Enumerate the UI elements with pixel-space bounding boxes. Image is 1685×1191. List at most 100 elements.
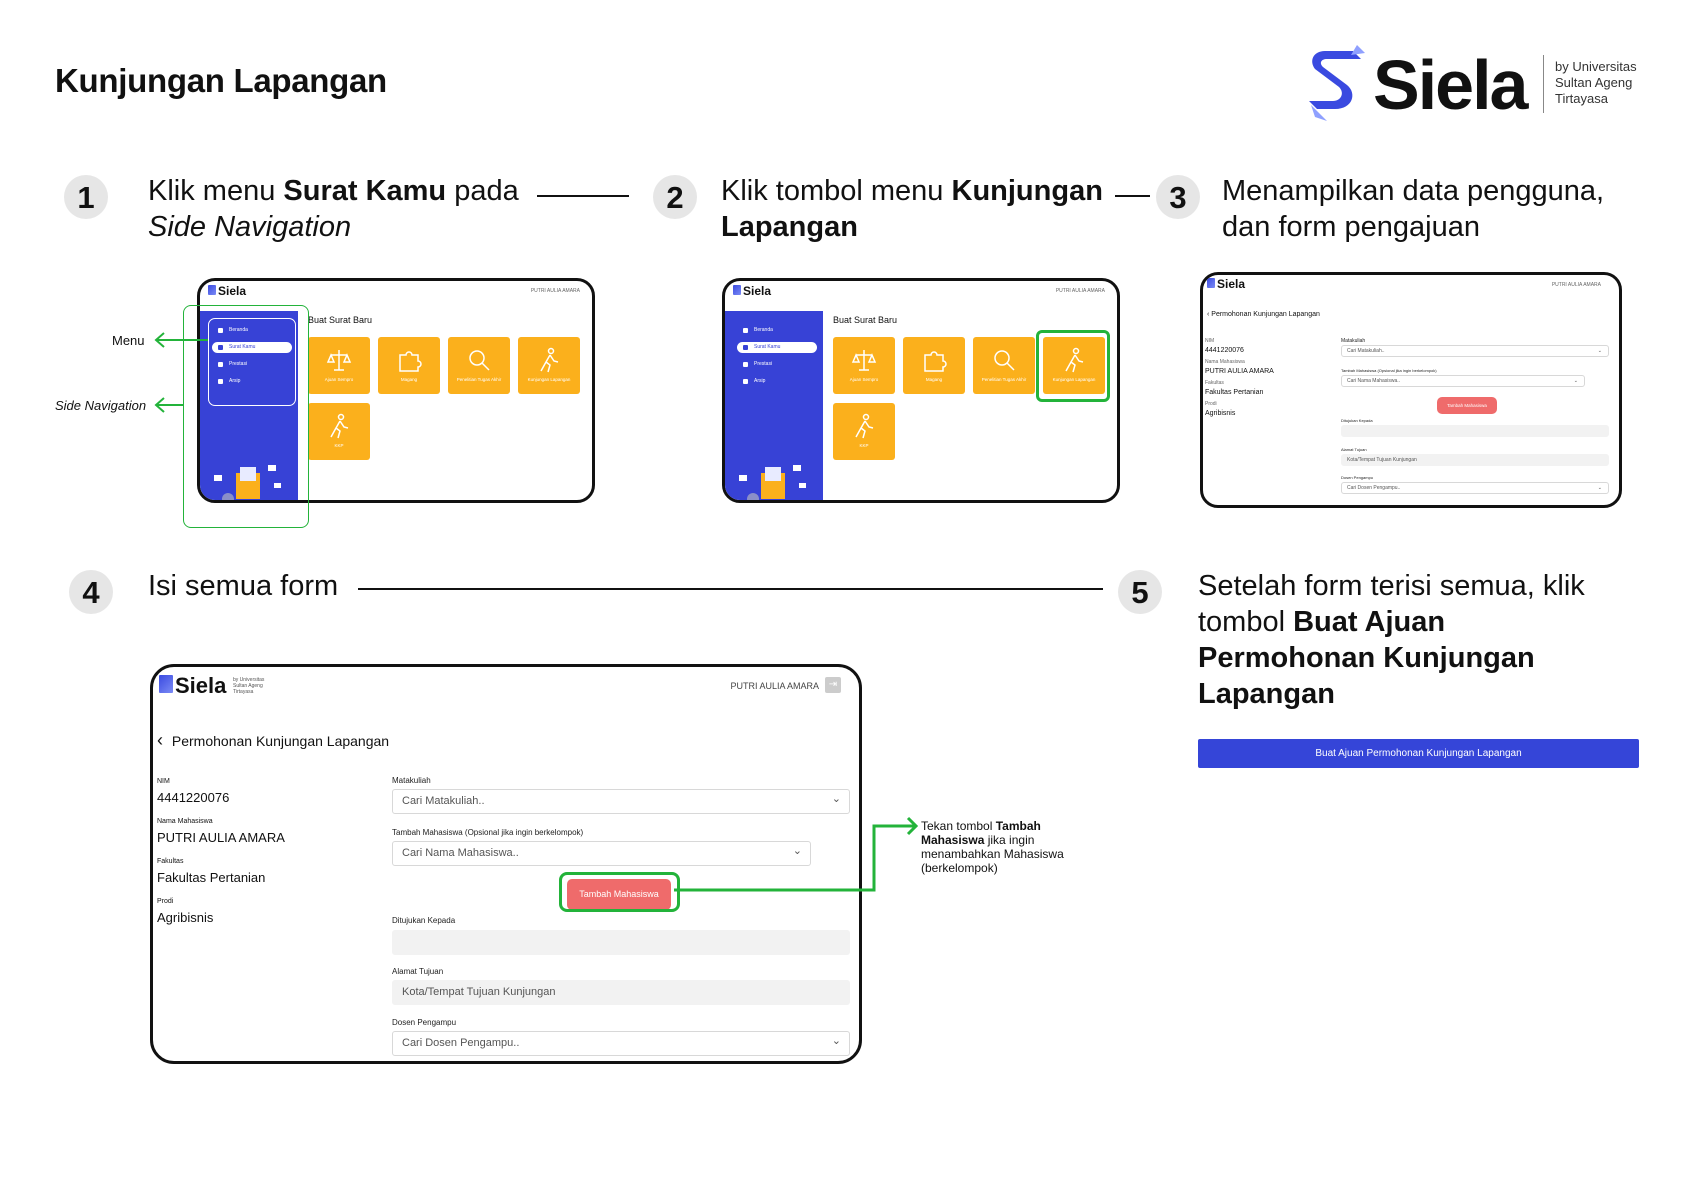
matakuliah-select[interactable]: Cari Matakuliah..⌄ — [1341, 345, 1609, 357]
ditujukan-label: Ditujukan Kepada — [392, 916, 456, 925]
menu-highlight — [208, 318, 296, 406]
trophy-icon — [743, 362, 748, 367]
brand-divider — [1543, 55, 1544, 113]
ditujukan-label: Ditujukan Kepada — [1341, 418, 1373, 423]
tile-penelitian-tugas-akhir[interactable]: Penelitian Tugas Akhir — [448, 337, 510, 394]
dosen-label: Dosen Pengampu — [1341, 475, 1374, 480]
sidebar-item-surat-kamu[interactable]: Surat Kamu — [737, 342, 817, 353]
step-2-screenshot: Siela PUTRI AULIA AMARA Beranda Surat Ka… — [722, 278, 1120, 503]
tambah-label: Tambah Mahasiswa (Opsional jika ingin be… — [392, 828, 584, 837]
chevron-down-icon: ⌄ — [831, 793, 841, 805]
dosen-select[interactable]: Cari Dosen Pengampu..⌄ — [1341, 482, 1609, 494]
step-1-number: 1 — [64, 175, 108, 219]
brand-by: by Universitas Sultan Ageng Tirtayasa — [1555, 59, 1637, 106]
app-logo: Siela — [208, 284, 246, 298]
kunjungan-tile-highlight — [1036, 330, 1110, 402]
sidebar-item-prestasi[interactable]: Prestasi — [212, 359, 292, 370]
step-5-text: Setelah form terisi semua, klik tombol B… — [1198, 570, 1585, 710]
hiker-icon — [330, 413, 349, 439]
logout-icon[interactable]: ⇥ — [825, 677, 841, 693]
user-name: PUTRI AULIA AMARA — [1055, 288, 1105, 294]
tile-kkp[interactable]: KKP — [308, 403, 370, 460]
menu-label: Menu — [112, 333, 145, 348]
tile-magang[interactable]: Magang — [903, 337, 965, 394]
buat-surat-title: Buat Surat Baru — [308, 315, 373, 325]
matakuliah-label: Matakuliah — [392, 776, 431, 785]
annotation-arrows — [154, 332, 208, 413]
sidebar-item-arsip[interactable]: Arsip — [212, 376, 292, 387]
form-title: ‹ Permohonan Kunjungan Lapangan — [157, 730, 390, 750]
app-logo: Siela — [1207, 277, 1245, 291]
tambah-annotation-note: Tekan tombol Tambah Mahasiswa jika ingin… — [921, 819, 1064, 875]
tile-ajuan-sempro[interactable]: Ajuan Sempro — [308, 337, 370, 394]
home-icon — [218, 328, 223, 333]
page-title: Kunjungan Lapangan — [55, 62, 387, 99]
step-2-text: Klik tombol menu Kunjungan Lapangan — [721, 175, 1103, 243]
sidebar-item-surat-kamu[interactable]: Surat Kamu — [212, 342, 292, 353]
tile-penelitian-tugas-akhir[interactable]: Penelitian Tugas Akhir — [973, 337, 1035, 394]
ditujukan-input[interactable] — [392, 930, 850, 955]
buat-surat-title: Buat Surat Baru — [833, 315, 898, 325]
sidebar-item-arsip[interactable]: Arsip — [737, 376, 817, 387]
buat-ajuan-button[interactable]: Buat Ajuan Permohonan Kunjungan Lapangan — [1198, 739, 1639, 768]
tambah-mahasiswa-select[interactable]: Cari Nama Mahasiswa..⌄ — [392, 841, 811, 866]
back-icon[interactable]: ‹ — [1207, 311, 1212, 318]
matakuliah-select[interactable]: Cari Matakuliah..⌄ — [392, 789, 850, 814]
tambah-mahasiswa-button[interactable]: Tambah Mahasiswa — [567, 879, 671, 910]
side-navigation: Beranda Surat Kamu Prestasi Arsip — [725, 311, 823, 500]
sidebar-item-beranda[interactable]: Beranda — [212, 325, 292, 336]
side-nav-label: Side Navigation — [55, 398, 147, 413]
dosen-select[interactable]: Cari Dosen Pengampu..⌄ — [392, 1031, 850, 1056]
tile-ajuan-sempro[interactable]: Ajuan Sempro — [833, 337, 895, 394]
alamat-input[interactable]: Kota/Tempat Tujuan Kunjungan — [1341, 454, 1609, 466]
sidebar-item-prestasi[interactable]: Prestasi — [737, 359, 817, 370]
app-logo: Siela — [159, 673, 226, 699]
hiker-icon — [540, 347, 559, 373]
tile-kkp[interactable]: KKP — [833, 403, 895, 460]
step-1-screenshot: Siela PUTRI AULIA AMARA Beranda Surat Ka… — [197, 278, 595, 503]
siela-logo-icon — [1309, 45, 1365, 121]
user-name: PUTRI AULIA AMARA — [530, 288, 580, 294]
step-2-connector — [1115, 195, 1150, 197]
chevron-down-icon: ⌄ — [1597, 485, 1602, 491]
puzzle-icon — [924, 351, 947, 372]
mail-icon — [743, 345, 748, 350]
ditujukan-input[interactable] — [1341, 425, 1609, 437]
hiker-icon — [855, 413, 874, 439]
tambah-mahasiswa-button[interactable]: Tambah Mahasiswa — [1437, 397, 1497, 414]
tambah-annotation-arrow — [674, 816, 919, 892]
user-name: PUTRI AULIA AMARA — [1551, 282, 1601, 288]
search-icon — [994, 350, 1015, 371]
tile-magang[interactable]: Magang — [378, 337, 440, 394]
archive-icon — [218, 379, 223, 384]
tile-kunjungan-lapangan[interactable]: Kunjungan Lapangan — [1043, 337, 1105, 394]
alamat-input[interactable]: Kota/Tempat Tujuan Kunjungan — [392, 980, 850, 1005]
step-1-connector — [537, 195, 629, 197]
chevron-down-icon: ⌄ — [831, 1035, 841, 1047]
brand-logo: Siela by Universitas Sultan Ageng Tirtay… — [1305, 45, 1645, 125]
mail-icon — [218, 345, 223, 350]
tile-kunjungan-lapangan[interactable]: Kunjungan Lapangan — [518, 337, 580, 394]
tambah-mahasiswa-select[interactable]: Cari Nama Mahasiswa..⌄ — [1341, 375, 1585, 387]
step-3-screenshot: Siela PUTRI AULIA AMARA ‹ Permohonan Kun… — [1200, 272, 1622, 508]
app-logo: Siela — [733, 284, 771, 298]
scale-icon — [326, 350, 352, 371]
hiker-icon — [1065, 347, 1084, 373]
back-icon[interactable]: ‹ — [157, 730, 168, 750]
mail-illustration-icon — [214, 465, 281, 500]
alamat-label: Alamat Tujuan — [392, 967, 444, 976]
step-4-screenshot: Siela by Universitas Sultan Ageng Tirtay… — [150, 664, 862, 1064]
user-name: PUTRI AULIA AMARA — [730, 681, 819, 691]
scale-icon — [851, 350, 877, 371]
step-4-text: Isi semua form — [148, 570, 339, 602]
puzzle-icon — [399, 351, 422, 372]
step-3-text: Menampilkan data pengguna,dan form penga… — [1222, 175, 1605, 243]
sidebar-item-beranda[interactable]: Beranda — [737, 325, 817, 336]
matakuliah-label: Matakuliah — [1341, 338, 1366, 344]
step-3-number: 3 — [1156, 175, 1200, 219]
step-5-number: 5 — [1118, 570, 1162, 614]
brand-name: Siela — [1373, 46, 1528, 124]
home-icon — [743, 328, 748, 333]
